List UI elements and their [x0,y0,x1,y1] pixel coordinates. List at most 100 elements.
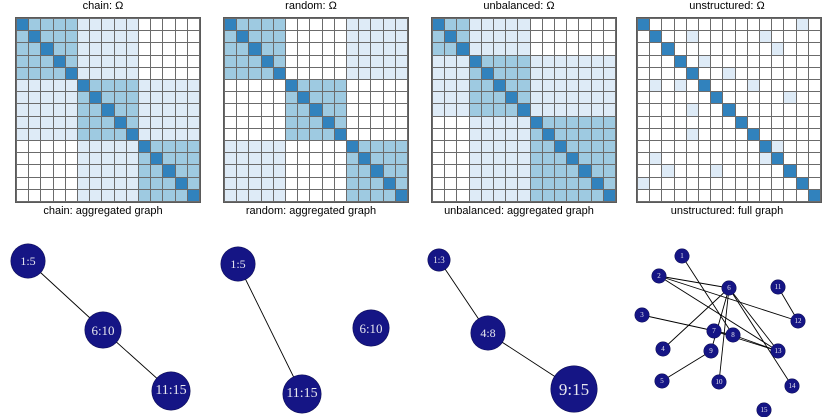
graph-node[interactable]: 6 [722,281,736,295]
matrix-cell [567,165,579,177]
matrix-cell [175,189,187,201]
graph-node[interactable]: 1 [675,249,689,263]
matrix-cell [711,19,723,31]
matrix-cell [126,79,138,92]
matrix-cell [29,177,41,189]
matrix-cell [518,31,530,43]
graph-node[interactable]: 1:3 [428,249,450,271]
matrix-cell [102,177,114,189]
graph-edge [718,287,730,383]
matrix-cell [77,19,90,31]
matrix-cell [273,104,285,116]
matrix-cell [772,140,784,153]
matrix-cell [567,19,579,31]
matrix-cell [772,128,784,140]
matrix-cell [77,79,90,92]
graph-node[interactable]: 5 [655,374,669,388]
matrix-cell [163,92,175,104]
matrix-cell [481,43,493,55]
matrix-cell [530,128,542,140]
graph-node[interactable]: 11 [771,280,785,294]
matrix-cell [77,165,90,177]
matrix-cell [808,19,820,31]
matrix-cell [445,67,457,79]
matrix-cell [126,43,138,55]
graph-node[interactable]: 14 [785,379,799,393]
matrix-cell [638,140,650,153]
graph-node[interactable]: 9:15 [551,366,597,412]
matrix-cell [102,79,114,92]
graph-node[interactable]: 4 [656,342,670,356]
matrix-cell [591,140,603,153]
graph-node[interactable]: 7 [707,324,721,338]
matrix-cell [579,140,591,153]
matrix-cell [591,104,603,116]
matrix-cell [674,55,686,67]
graph-node-label: 13 [774,346,782,355]
matrix-cell [249,140,261,153]
matrix-cell [138,177,151,189]
matrix-cell [506,19,518,31]
matrix-cell [650,177,662,189]
matrix-cell [506,31,518,43]
matrix-cell [542,189,554,201]
matrix-cell [674,92,686,104]
matrix-cell [29,153,41,165]
matrix-cell [554,140,567,153]
matrix-cell [261,104,273,116]
matrix-cell [237,43,249,55]
matrix-cell [334,153,346,165]
graph-node[interactable]: 1:5 [11,244,45,278]
matrix-cell [395,116,407,128]
matrix-cell [445,165,457,177]
graph-node[interactable]: 8 [726,328,740,342]
matrix-cell [433,140,445,153]
matrix-cell [273,31,285,43]
graph-node[interactable]: 11:15 [152,372,190,410]
matrix-cell [603,19,615,31]
graph-node[interactable]: 6:10 [353,310,389,346]
panel-matrix-chain: chain: Ω [0,0,206,205]
matrix-cell [310,165,322,177]
matrix-cell [674,31,686,43]
matrix-cell [808,43,820,55]
matrix-cell [650,43,662,55]
matrix-cell [53,19,65,31]
graph-node[interactable]: 13 [771,344,785,358]
matrix-cell [175,67,187,79]
matrix-cell [674,79,686,92]
matrix-cell [151,31,163,43]
graph-node[interactable]: 12 [791,314,805,328]
matrix-cell [723,177,735,189]
graph-node[interactable]: 15 [757,403,771,417]
matrix-cell [29,140,41,153]
graph-node[interactable]: 3 [635,308,649,322]
matrix-cell [784,140,796,153]
graph-node[interactable]: 10 [712,375,726,389]
matrix-cell [359,67,371,79]
graph-node[interactable]: 4:8 [471,316,505,350]
matrix-cell [285,79,298,92]
matrix-cell [383,31,395,43]
matrix-cell [457,104,469,116]
matrix-cell [346,67,359,79]
matrix-cell [662,140,674,153]
matrix-cell [698,128,711,140]
matrix-cell [747,19,759,31]
matrix-cell [102,153,114,165]
matrix-cell [518,116,530,128]
matrix-cell [506,140,518,153]
graph-node[interactable]: 11:15 [283,375,321,413]
matrix-cell [591,92,603,104]
matrix-cell [506,104,518,116]
matrix-cell [772,79,784,92]
graph-node-label: 12 [794,316,802,325]
graph-node[interactable]: 6:10 [85,312,121,348]
graph-node[interactable]: 9 [704,344,718,358]
matrix-cell [371,67,383,79]
graph-node[interactable]: 1:5 [221,247,255,281]
matrix-cell [371,153,383,165]
matrix-cell [334,116,346,128]
matrix-cell [542,19,554,31]
graph-node[interactable]: 2 [652,269,666,283]
